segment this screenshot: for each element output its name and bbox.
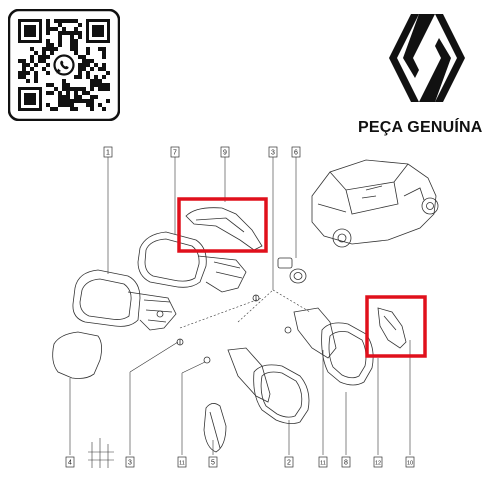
part-12-mirror-cover — [377, 307, 407, 349]
callout-11: 11 — [177, 456, 187, 468]
callout-number: 2 — [287, 460, 291, 467]
callout-labels: 1 7 9 3 6 4 3 11 5 2 11 8 12 10 — [65, 146, 415, 468]
callout-10: 10 — [405, 456, 415, 468]
part-1-mirror-assembly — [72, 269, 177, 331]
callout-number: 1 — [106, 150, 110, 157]
callout-number: 11 — [320, 461, 326, 467]
highlight-part-9 — [177, 197, 268, 253]
car-illustration — [311, 159, 439, 248]
callout-number: 6 — [294, 150, 298, 157]
callout-number: 10 — [407, 461, 413, 467]
renault-logo — [389, 14, 465, 102]
leader-lines — [69, 156, 411, 455]
part-11-screw — [203, 326, 292, 364]
callout-4: 4 — [65, 456, 75, 468]
callout-number: 3 — [128, 460, 132, 467]
callout-number: 8 — [344, 460, 348, 467]
callout-12: 12 — [373, 456, 383, 468]
screw-detail-inset — [88, 438, 114, 468]
qr-finder-top-left — [18, 19, 42, 43]
part-2-mirror-housing — [227, 347, 310, 424]
part-5-mirror-glass — [203, 403, 227, 453]
callout-2: 2 — [284, 456, 294, 468]
callout-number: 7 — [173, 150, 177, 157]
callout-number: 9 — [223, 150, 227, 157]
callout-6: 6 — [291, 146, 301, 158]
qr-finder-top-right — [86, 19, 110, 43]
callout-3: 3 — [125, 456, 135, 468]
callout-number: 11 — [179, 461, 185, 467]
highlight-boxes — [177, 197, 427, 358]
genuine-part-label: PEÇA GENUÍNA — [358, 119, 483, 136]
callout-number: 4 — [68, 460, 72, 467]
callout-7: 7 — [170, 146, 180, 158]
part-9-mirror-cover — [185, 207, 263, 251]
callout-11: 11 — [318, 456, 328, 468]
highlight-part-12 — [365, 295, 427, 358]
part-4-mirror-glass — [52, 331, 102, 379]
callout-9: 9 — [220, 146, 230, 158]
part-3-screw — [176, 294, 260, 346]
callout-3: 3 — [268, 146, 278, 158]
part-6-grommet — [277, 257, 307, 284]
callout-5: 5 — [208, 456, 218, 468]
qr-finder-bottom-left — [18, 87, 42, 111]
part-7-mirror-frame — [137, 231, 247, 293]
callout-1: 1 — [103, 146, 113, 158]
callout-8: 8 — [341, 456, 351, 468]
qr-code — [8, 9, 120, 121]
callout-number: 3 — [271, 150, 275, 157]
callout-number: 5 — [211, 460, 215, 467]
callout-number: 12 — [375, 461, 381, 467]
whatsapp-icon — [51, 52, 77, 78]
part-8-mirror-frame — [293, 307, 374, 386]
